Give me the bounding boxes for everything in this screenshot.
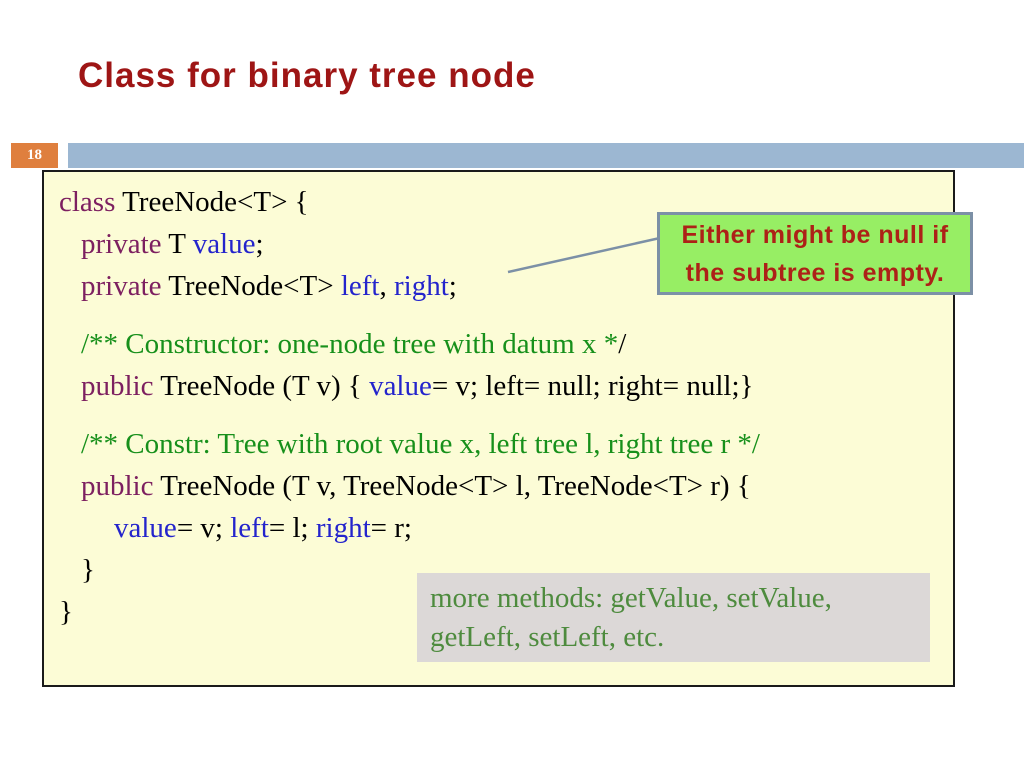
note-text-line2: getLeft, setLeft, etc.	[430, 621, 665, 653]
code-line: private TreeNode<T> left, right;	[44, 265, 953, 307]
code-segment: ;	[448, 270, 457, 302]
code-segment: TreeNode (T v, TreeNode<T> l, TreeNode<T…	[153, 470, 751, 502]
code-segment: TreeNode (T v) {	[153, 370, 370, 402]
code-line: /** Constructor: one-node tree with datu…	[44, 323, 953, 365]
code-segment: private	[81, 228, 162, 260]
callout-text-line2: the subtree is empty.	[685, 258, 945, 287]
header-bar	[68, 143, 1024, 168]
code-segment: = v;	[176, 512, 231, 544]
code-segment: public	[81, 470, 154, 502]
code-line: private T value;	[44, 223, 953, 265]
code-line: class TreeNode<T> {	[44, 181, 953, 223]
note-text-line1: more methods: getValue, setValue,	[430, 582, 832, 614]
callout-text-line1: Either might be null if	[681, 220, 949, 249]
code-segment: = l;	[268, 512, 316, 544]
code-line: }	[44, 549, 953, 591]
code-segment: /** Constr: Tree with root value x, left…	[81, 428, 760, 460]
code-block: class TreeNode<T> {private T value;priva…	[44, 181, 953, 633]
code-segment: /	[618, 328, 627, 360]
code-segment: class	[59, 186, 116, 218]
page-title: Class for binary tree node	[78, 56, 536, 95]
note-box: more methods: getValue, setValue, getLef…	[417, 573, 930, 662]
callout-box: Either might be null if the subtree is e…	[657, 212, 973, 295]
code-segment: left	[230, 512, 269, 544]
code-segment: }	[59, 596, 73, 628]
code-line: value= v; left= l; right= r;	[44, 507, 953, 549]
slide-number-badge: 18	[11, 143, 58, 168]
code-segment: value	[114, 512, 177, 544]
code-segment: ;	[255, 228, 264, 260]
code-line: public TreeNode (T v, TreeNode<T> l, Tre…	[44, 465, 953, 507]
code-segment: ,	[379, 270, 394, 302]
code-segment: public	[81, 370, 154, 402]
code-segment: value	[192, 228, 256, 260]
code-segment: right	[315, 512, 371, 544]
code-line: }	[44, 591, 953, 633]
code-segment: }	[81, 554, 95, 586]
code-segment: = r;	[370, 512, 412, 544]
code-segment: TreeNode<T>	[161, 270, 341, 302]
code-segment: = v; left= null; right= null;}	[431, 370, 754, 402]
code-segment: private	[81, 270, 162, 302]
code-segment: TreeNode<T> {	[115, 186, 309, 218]
code-segment: right	[393, 270, 449, 302]
code-segment: T	[161, 228, 193, 260]
code-segment: /** Constructor: one-node tree with datu…	[81, 328, 619, 360]
code-line: /** Constr: Tree with root value x, left…	[44, 423, 953, 465]
code-segment: value	[369, 370, 432, 402]
code-line: public TreeNode (T v) { value= v; left= …	[44, 365, 953, 407]
code-segment: left	[340, 270, 380, 302]
